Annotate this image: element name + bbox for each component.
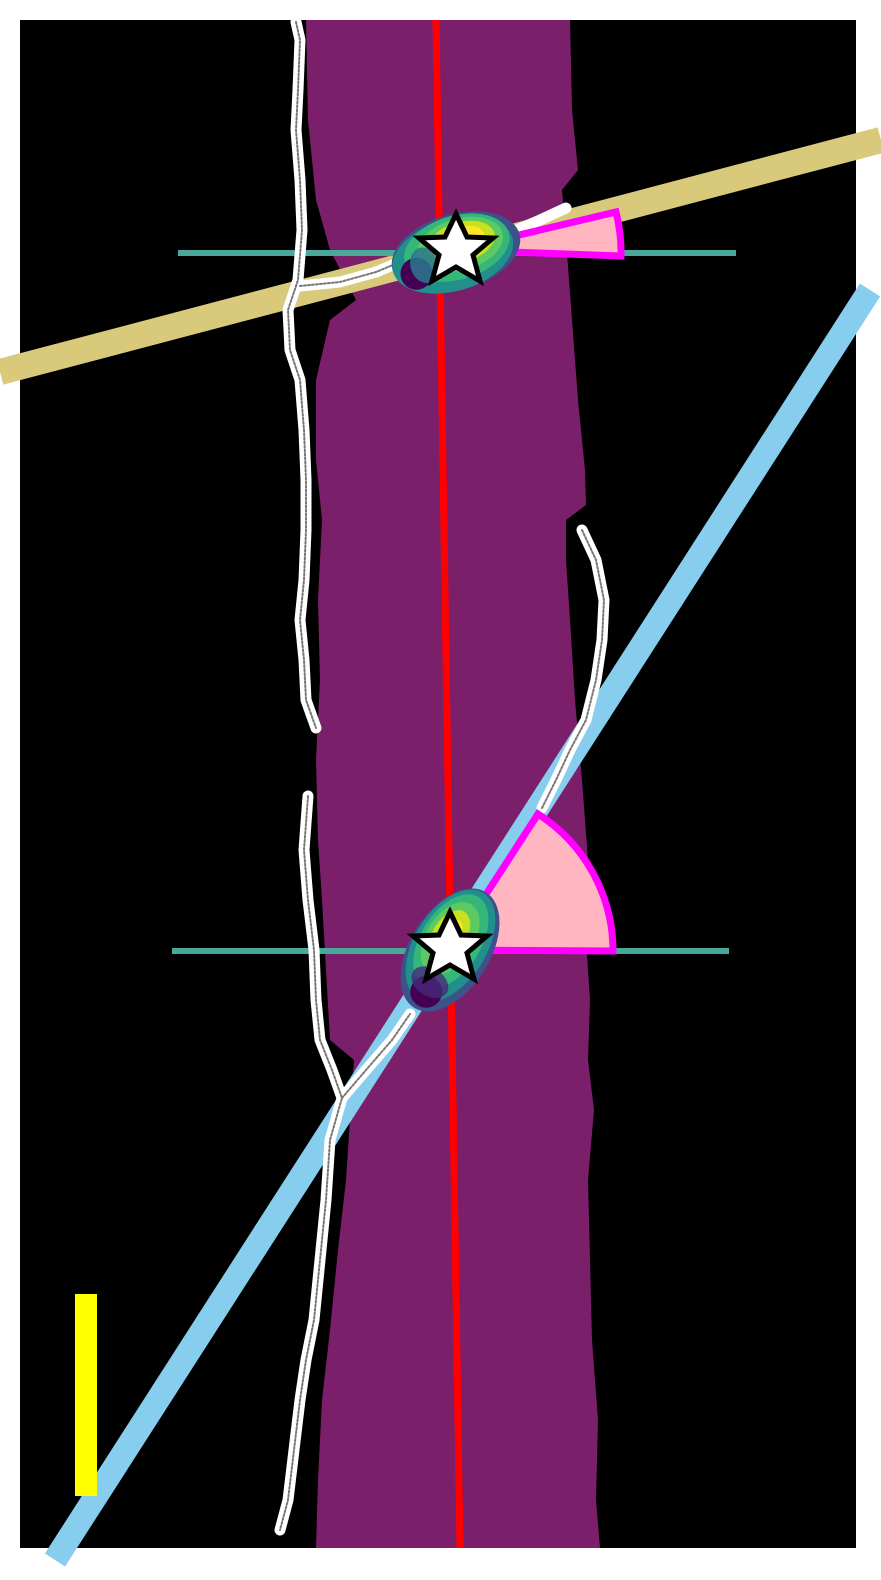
star-icon <box>412 208 500 287</box>
trace-left-upper-inner <box>287 21 317 729</box>
contour-traces <box>274 16 610 1536</box>
trace-branch-upper-inner <box>299 261 401 287</box>
tissue-band <box>306 20 600 1548</box>
star-icon <box>406 906 494 985</box>
trace-right-inner <box>541 529 605 809</box>
trace-left-lower-inner <box>279 795 343 1531</box>
scale-bar <box>75 1294 97 1496</box>
trace-branch-lower-inner <box>341 1013 411 1099</box>
trace-branch-right <box>506 202 572 238</box>
